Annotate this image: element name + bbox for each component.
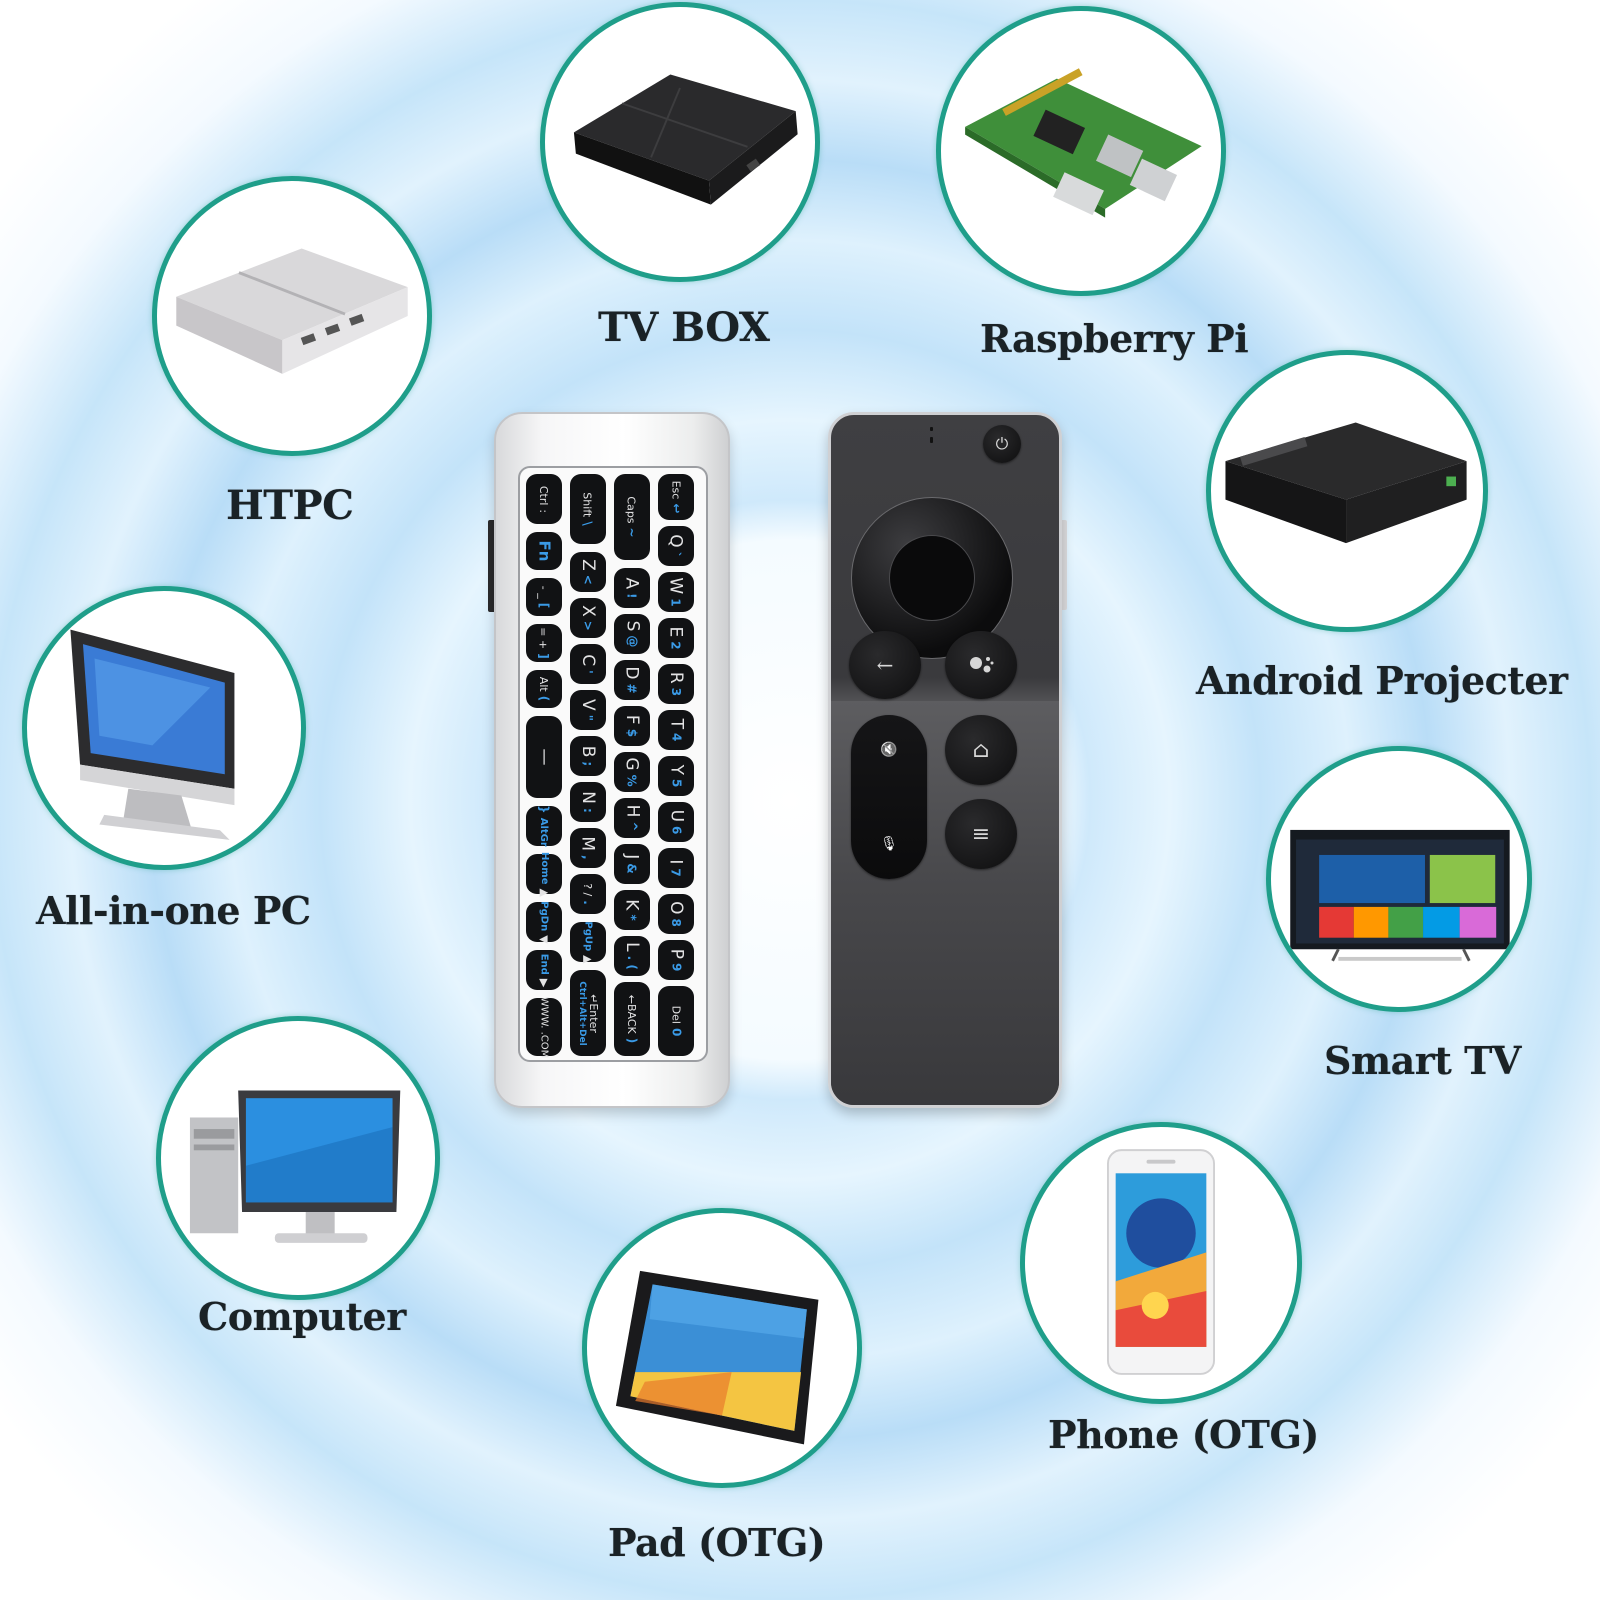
back-arrow-icon: ← <box>876 653 894 677</box>
tablet-icon <box>615 1270 819 1445</box>
key-fn[interactable]: Fn <box>526 532 562 570</box>
back-button[interactable]: ← <box>849 631 921 699</box>
key-end[interactable]: End▶ <box>526 950 562 990</box>
smartphone-icon <box>1106 1149 1216 1375</box>
device-circle-android-projector <box>1206 350 1488 632</box>
device-circle-tv-box <box>540 2 820 282</box>
microphone-hole <box>930 437 933 443</box>
tv-remote: ⏻ ← 🔇 🎙 ⌂ ≡ <box>828 412 1062 1108</box>
key-v[interactable]: V" <box>570 690 606 730</box>
key-f[interactable]: F$ <box>614 706 650 746</box>
tv-box-icon <box>573 74 798 205</box>
smart-tv-icon <box>1290 829 1510 962</box>
device-label-pad: Pad (OTG) <box>608 1520 826 1565</box>
key-equals[interactable]: = +] <box>526 624 562 662</box>
device-circle-htpc <box>152 176 432 456</box>
key-d[interactable]: D# <box>614 660 650 700</box>
device-label-phone: Phone (OTG) <box>1048 1412 1319 1457</box>
tv-remote-side-button[interactable] <box>1060 520 1067 610</box>
device-label-all-in-one-pc: All-in-one PC <box>36 888 311 933</box>
power-icon: ⏻ <box>995 434 1009 453</box>
device-label-htpc: HTPC <box>226 482 354 529</box>
device-circle-computer <box>156 1016 440 1300</box>
raspberry-pi-board-icon <box>965 68 1202 218</box>
key-pgdn[interactable]: PgDn▼ <box>526 901 562 943</box>
key-alt[interactable]: Alt( <box>526 670 562 708</box>
key-g[interactable]: G% <box>614 752 650 792</box>
key-n[interactable]: N: <box>570 782 606 822</box>
key-shift[interactable]: Shift\ <box>570 474 606 544</box>
device-label-tv-box: TV BOX <box>598 304 770 351</box>
all-in-one-pc-icon <box>70 629 235 840</box>
projector-icon <box>1225 422 1467 544</box>
key-k[interactable]: K* <box>614 890 650 930</box>
keyboard-panel: Ctrl: Fn - _[ = +] Alt( — }AltGr Home▲ P… <box>518 466 708 1062</box>
device-label-raspberry-pi: Raspberry Pi <box>980 316 1249 361</box>
key-x[interactable]: X> <box>570 598 606 638</box>
key-caps[interactable]: Caps~ <box>614 474 650 560</box>
key-altgr[interactable]: }AltGr <box>526 805 562 847</box>
voice-button[interactable]: 🎙 <box>851 809 927 879</box>
keyboard-remote-side-button[interactable] <box>488 520 496 612</box>
key-space[interactable]: — <box>526 716 562 798</box>
key-q[interactable]: Q` <box>658 526 694 566</box>
key-home[interactable]: Home▲ <box>526 852 562 896</box>
key-ctrl[interactable]: Ctrl: <box>526 474 562 524</box>
key-esc[interactable]: Esc↩ <box>658 474 694 520</box>
home-button[interactable]: ⌂ <box>945 715 1017 785</box>
key-m[interactable]: M, <box>570 828 606 868</box>
indicator-led <box>930 427 933 431</box>
key-back[interactable]: ←BACK) <box>614 982 650 1056</box>
keyboard-remote: Ctrl: Fn - _[ = +] Alt( — }AltGr Home▲ P… <box>494 412 730 1108</box>
device-circle-all-in-one-pc <box>22 586 306 870</box>
key-h[interactable]: H^ <box>614 798 650 838</box>
key-z[interactable]: Z< <box>570 552 606 592</box>
device-label-android-projector: Android Projecter <box>1196 658 1568 703</box>
assistant-icon <box>970 657 994 673</box>
key-www[interactable]: WWW. .COM <box>526 996 562 1058</box>
menu-button[interactable]: ≡ <box>945 799 1017 869</box>
dpad-ok-button[interactable] <box>889 535 975 621</box>
home-icon: ⌂ <box>972 737 990 763</box>
key-c[interactable]: C' <box>570 644 606 684</box>
menu-icon: ≡ <box>971 821 991 847</box>
key-b[interactable]: B; <box>570 736 606 776</box>
key-s[interactable]: S@ <box>614 614 650 654</box>
mute-icon: 🔇 <box>880 742 898 758</box>
device-circle-pad <box>582 1208 862 1488</box>
mute-voice-rocker[interactable]: 🔇 🎙 <box>851 715 927 879</box>
device-label-smart-tv: Smart TV <box>1324 1038 1521 1083</box>
device-circle-smart-tv <box>1266 746 1532 1012</box>
google-assistant-button[interactable] <box>945 631 1017 699</box>
device-circle-phone <box>1020 1122 1302 1404</box>
desktop-computer-icon <box>189 1090 401 1243</box>
key-minus[interactable]: - _[ <box>526 578 562 616</box>
key-a[interactable]: A! <box>614 568 650 608</box>
power-button[interactable]: ⏻ <box>983 425 1021 463</box>
device-circle-raspberry-pi <box>936 6 1226 296</box>
key-j[interactable]: J& <box>614 844 650 884</box>
mute-button[interactable]: 🔇 <box>851 715 927 785</box>
key-question[interactable]: ? /. <box>570 874 606 914</box>
device-label-computer: Computer <box>198 1294 406 1339</box>
key-l[interactable]: L. ( <box>614 936 650 976</box>
mini-pc-icon <box>176 248 408 374</box>
key-pgup[interactable]: PgUp▲ <box>570 921 606 963</box>
microphone-icon: 🎙 <box>880 836 898 852</box>
